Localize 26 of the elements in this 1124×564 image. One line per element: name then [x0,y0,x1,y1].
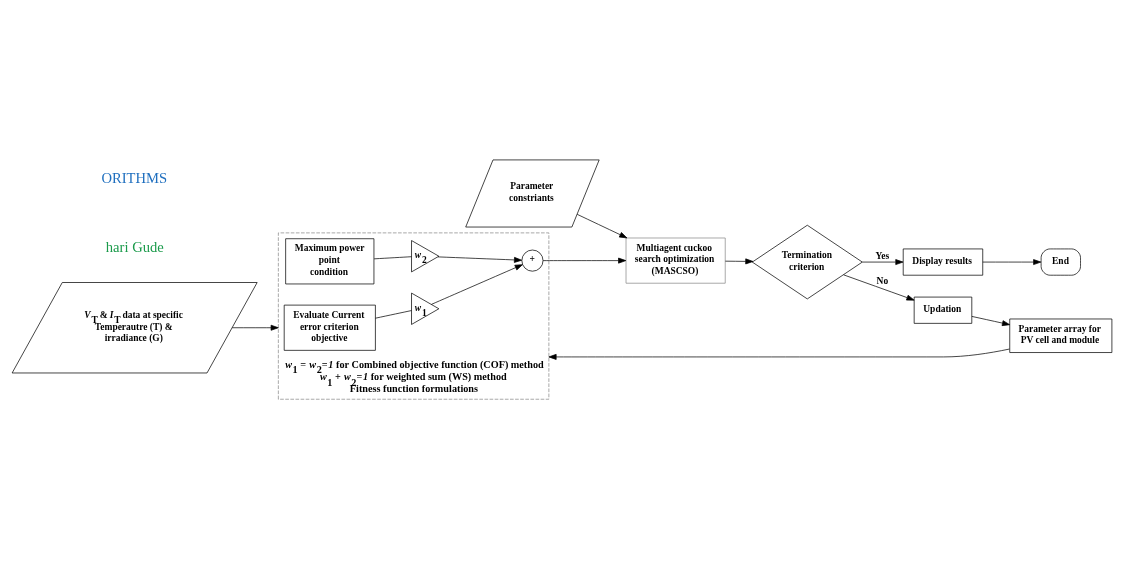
arrow [542,257,627,264]
arrow [725,257,754,264]
connector [375,309,412,319]
arrow [431,263,523,305]
node-box: Display results [902,248,984,276]
node-box: End [1040,248,1081,276]
label: hari Gude [105,238,164,255]
arrow [548,348,1010,360]
arrow [982,258,1042,265]
connector [373,255,412,259]
arrow [231,324,279,331]
arrow [843,274,915,300]
node-box: Parameter array for PV cell and module [1009,318,1113,353]
edge-label: Yes [875,250,890,261]
label: ORITHMS [101,169,168,186]
arrow [862,258,904,265]
edge-label: No [876,275,889,286]
node-box: Updation [913,296,973,324]
node-diamond: Termination criterion [751,224,863,299]
node-box: Evaluate Current error criterion objective [283,304,376,351]
arrow [971,315,1011,326]
node-box: Multiagent cuckoo search optimization (MASCSO) [625,237,726,284]
node-circle: + [521,249,544,272]
arrow [576,213,628,238]
node-box: Maximum power point condition [285,237,375,284]
arrow [437,256,523,263]
